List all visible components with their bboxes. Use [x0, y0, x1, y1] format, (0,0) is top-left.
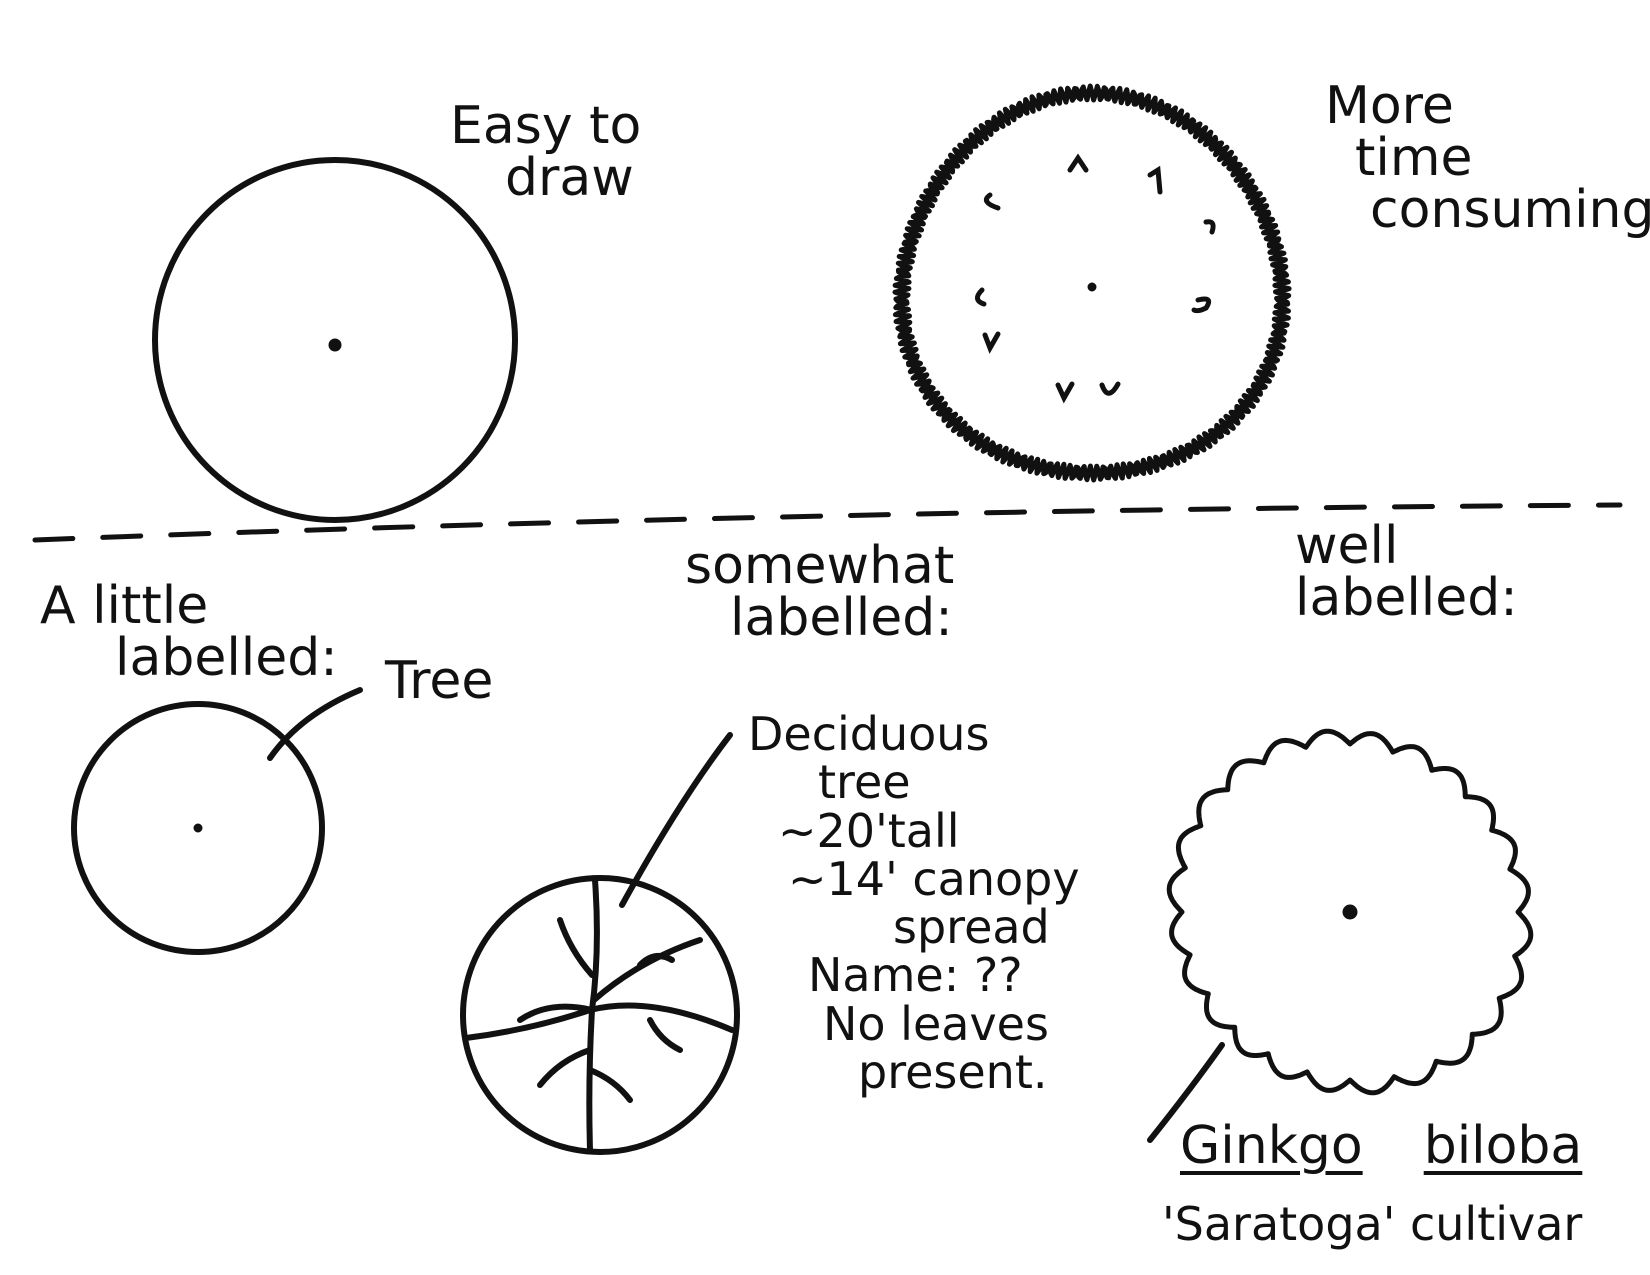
deciduous-line-6: Name: ?? [808, 948, 1023, 1003]
easy-line-2: draw [505, 148, 634, 208]
deciduous-line-4: ~14' canopy [788, 851, 1080, 906]
deciduous-line-2: tree [818, 755, 911, 810]
leaf-mark [982, 331, 1001, 354]
somewhat-heading-line-1: somewhat [685, 536, 955, 596]
leaf-mark [1191, 296, 1212, 314]
more-line-2: time [1355, 128, 1473, 188]
deciduous-branches [463, 877, 735, 1153]
little-labelled-heading: A little labelled: [40, 580, 338, 684]
genus-name: Ginkgo [1180, 1116, 1363, 1176]
tree-leader-line [267, 687, 363, 761]
easy-to-draw-label: Easy to draw [450, 100, 641, 204]
leaf-mark [983, 192, 1001, 211]
more-line-1: More [1325, 76, 1454, 136]
deciduous-tree-symbol [460, 875, 740, 1155]
little-heading-line-1: A little [40, 576, 209, 636]
deciduous-line-1: Deciduous [748, 707, 990, 761]
little-labelled-tree-symbol [71, 701, 325, 955]
easy-line-1: Easy to [450, 96, 642, 156]
more-line-3: consuming [1370, 180, 1650, 240]
ginkgo-tree-center [1342, 904, 1358, 920]
deciduous-line-5: spread [893, 900, 1050, 955]
dashed-divider [32, 502, 1623, 543]
deciduous-callout-label: Deciduous tree ~20'tall ~14' canopy spre… [748, 707, 1080, 1100]
simple-tree-center [328, 338, 342, 352]
leaf-mark [1147, 165, 1163, 195]
species-name: biloba [1423, 1116, 1583, 1176]
cultivar-text: 'Saratoga' cultivar [1162, 1197, 1583, 1251]
detailed-tree-symbol [892, 83, 1292, 483]
well-labelled-heading: well labelled: [1295, 520, 1518, 624]
leaf-mark [1099, 381, 1121, 396]
well-heading-line-2: labelled: [1295, 568, 1518, 628]
leaf-mark [1067, 153, 1089, 173]
deciduous-line-7: No leaves [823, 996, 1049, 1051]
leaf-mark [975, 287, 987, 307]
more-time-consuming-label: More time consuming [1325, 80, 1650, 236]
cultivar-label: 'Saratoga' cultivar [1162, 1200, 1582, 1248]
simple-tree-symbol [152, 157, 518, 523]
detailed-tree-center [1087, 282, 1097, 292]
ginkgo-leader-line [1147, 1042, 1225, 1143]
deciduous-leader-line [619, 732, 733, 908]
leaf-mark [1203, 219, 1216, 235]
leaf-mark [1055, 381, 1075, 404]
ginkgo-tree-symbol [1166, 728, 1534, 1096]
tree-callout-text: Tree [385, 651, 494, 711]
little-labelled-tree-center [193, 823, 203, 833]
deciduous-line-3: ~20'tall [778, 803, 960, 858]
tree-callout-label: Tree [385, 655, 493, 707]
somewhat-heading-line-2: labelled: [730, 588, 953, 648]
somewhat-labelled-heading: somewhat labelled: [685, 540, 954, 644]
little-heading-line-2: labelled: [115, 628, 338, 688]
ginkgo-name-label: Ginkgo biloba [1180, 1120, 1582, 1172]
detailed-tree-marks [975, 153, 1216, 404]
deciduous-line-8: present. [858, 1045, 1048, 1100]
well-heading-line-1: well [1295, 516, 1399, 576]
